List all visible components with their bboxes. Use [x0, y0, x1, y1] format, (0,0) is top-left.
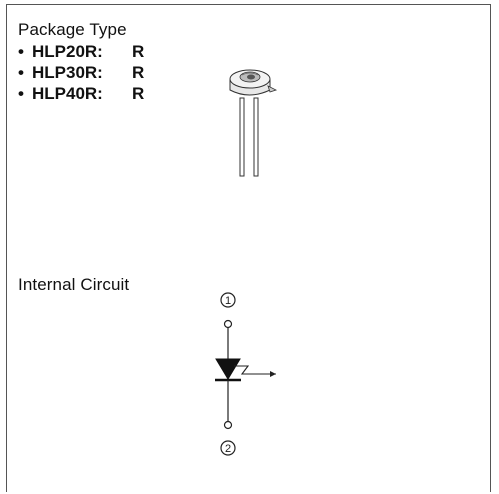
- pin2-marker: [220, 440, 236, 456]
- can-tab: [267, 85, 278, 93]
- led-package-drawing: [229, 69, 278, 177]
- pin2-terminal: [223, 420, 233, 430]
- package-item-hlp40r: • HLP40R: R: [18, 83, 144, 104]
- pin1-label: 1: [225, 295, 231, 307]
- internal-circuit-title: Internal Circuit: [18, 275, 130, 294]
- bullet: •: [18, 42, 24, 61]
- pin1-terminal: [223, 319, 233, 329]
- emission-arrowhead: [270, 371, 276, 377]
- emission-arrow: [234, 365, 276, 375]
- lead-left: [239, 97, 245, 177]
- lead-right: [253, 97, 259, 177]
- pin1-marker: [220, 292, 236, 308]
- internal-circuit-schematic: 1 2: [215, 292, 276, 456]
- package-type-title: Package Type: [18, 20, 127, 39]
- package-item-hlp20r: • HLP20R: R: [18, 41, 144, 62]
- package-item-hlp30r: • HLP30R: R: [18, 62, 144, 83]
- bullet: •: [18, 63, 24, 82]
- package-code: R: [132, 84, 145, 103]
- package-code: R: [132, 42, 145, 61]
- model-name: HLP30R:: [32, 63, 103, 82]
- lens-center: [247, 74, 255, 80]
- diode-triangle: [215, 358, 241, 380]
- package-list: • HLP20R: R • HLP30R: R • HLP40R: R: [18, 41, 144, 104]
- bullet: •: [18, 84, 24, 103]
- package-code: R: [132, 63, 145, 82]
- document-frame: [6, 4, 491, 492]
- pin2-label: 2: [225, 443, 231, 455]
- model-name: HLP20R:: [32, 42, 103, 61]
- model-name: HLP40R:: [32, 84, 103, 103]
